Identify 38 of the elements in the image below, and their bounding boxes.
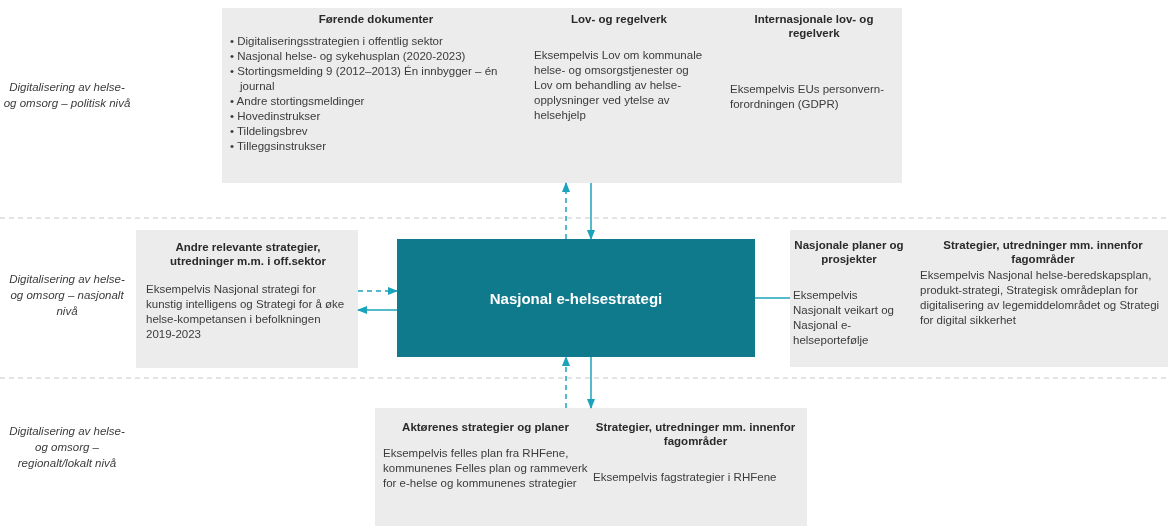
- level-label: Digitalisering av helse- og omsorg – regionalt/lokalt nivå: [8, 424, 126, 471]
- arrow: [561, 181, 571, 240]
- column-heading: Andre relevante strategier, utredninger m.m. i off.sektor: [169, 240, 327, 268]
- panel-background: [222, 8, 902, 183]
- panel-background: [790, 230, 1168, 367]
- column-heading: Nasjonale planer og prosjekter: [793, 238, 905, 266]
- body-text: Eksempelvis Nasjonal helse-beredskapsplan, produkt-strategi, Strategisk områdeplan for digitalisering av legemiddelområdet og Strategi for digital sikkerhet: [920, 268, 1161, 328]
- body-text: Eksempelvis Lov om kommunale helse- og omsorgstjenester og Lov om behandling av helse-opplysninger ved ytelse av helsehjelp: [534, 48, 704, 123]
- body-text: Eksempelvis EUs personvern-forordningen (GDPR): [730, 82, 886, 112]
- arrow: [356, 305, 398, 315]
- strategy-box: [397, 239, 755, 357]
- arrow: [357, 286, 399, 296]
- bullet-item: • Stortingsmelding 9 (2012–2013) Én innbygger – én journal: [229, 64, 499, 94]
- info-box: [136, 230, 358, 368]
- body-text: Eksempelvis felles plan fra RHFene, kommunenes Felles plan og rammeverk for e-helse og kommunenes strategier: [383, 446, 588, 491]
- column-heading: Strategier, utredninger mm. innenfor fagområder: [942, 238, 1144, 266]
- column-heading: Lov- og regelverk: [570, 12, 668, 26]
- box-title: Nasjonal e-helsestrategi: [489, 289, 663, 307]
- panel-background: [375, 408, 807, 526]
- connector-line: [754, 297, 791, 299]
- column-heading: Aktørenes strategier og planer: [401, 420, 570, 434]
- bullet-item: • Andre stortingsmeldinger: [229, 94, 366, 109]
- column-heading: Internasjonale lov- og regelverk: [753, 12, 875, 40]
- level-label: Digitalisering av helse- og omsorg – nasjonalt nivå: [8, 272, 126, 319]
- body-text: Eksempelvis Nasjonal strategi for kunstig intelligens og Strategi for å øke helse-kompetansen i befolkningen 2019-2023: [146, 282, 346, 342]
- bullet-item: • Hovedinstrukser: [229, 109, 322, 124]
- arrow: [586, 182, 596, 241]
- body-text: Eksempelvis fagstrategier i RHFene: [593, 470, 778, 485]
- bullet-item: • Tildelingsbrev: [229, 124, 309, 139]
- body-text: Eksempelvis Nasjonalt veikart og Nasjonal e-helseportefølje: [793, 288, 895, 348]
- bullet-item: • Tilleggsinstrukser: [229, 139, 328, 154]
- bullet-item: • Nasjonal helse- og sykehusplan (2020-2023): [229, 49, 467, 64]
- level-label: Digitalisering av helse- og omsorg – politisk nivå: [2, 80, 132, 111]
- arrow: [561, 355, 571, 409]
- arrow: [586, 356, 596, 410]
- bullet-item: • Digitaliseringsstrategien i offentlig sektor: [229, 34, 444, 49]
- column-heading: Strategier, utredninger mm. innenfor fagområder: [594, 420, 797, 448]
- column-heading: Førende dokumenter: [317, 12, 435, 26]
